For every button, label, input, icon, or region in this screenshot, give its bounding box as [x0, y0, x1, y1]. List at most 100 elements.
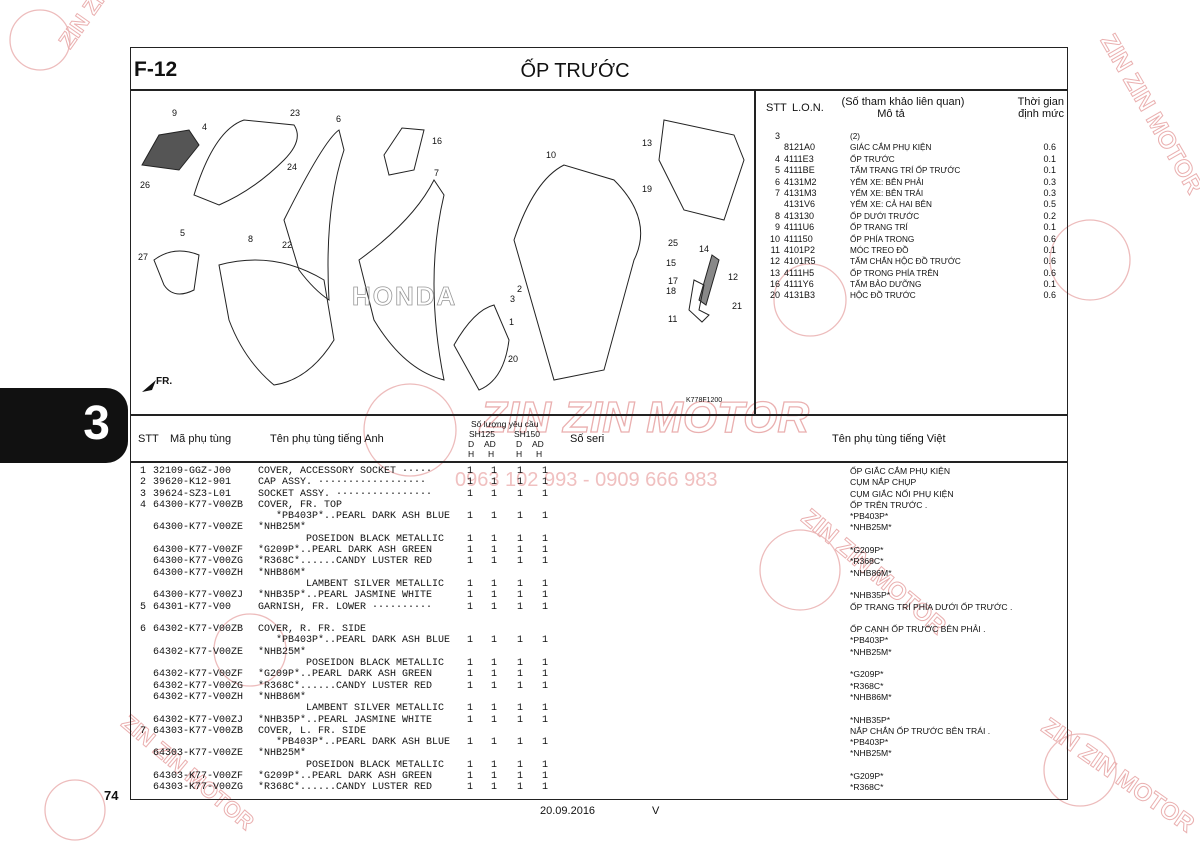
chapter-number: 3 — [83, 397, 110, 450]
ref-no: 9 — [774, 222, 780, 233]
ref-code: 4111BE — [784, 165, 815, 176]
callout-3: 3 — [510, 294, 515, 304]
part-ref-no: 1 — [140, 466, 147, 477]
part-name-vi: NẮP CHẮN ỐP TRƯỚC BÊN TRÁI . — [850, 725, 991, 736]
part-qty: 1 — [517, 669, 524, 681]
parts-row: 64300-K77-V00ZE*NHB25M**NHB25M* — [140, 522, 1050, 533]
part-qty: 1 — [467, 737, 474, 749]
part-qty: 1 — [542, 703, 549, 715]
diagram-divider — [754, 89, 756, 414]
col-ad-1: AD — [484, 439, 496, 449]
ref-col-desc-2: Mô tả — [877, 108, 905, 120]
part-number: 64300-K77-V00ZG — [153, 556, 244, 568]
part-number: 64301-K77-V00 — [153, 601, 232, 613]
ref-code: 4101P2 — [784, 244, 816, 255]
col-h-3: H — [516, 449, 523, 459]
part-qty: 1 — [517, 782, 524, 794]
part-qty: 1 — [517, 737, 524, 749]
col-model-1: SH125 — [469, 429, 495, 439]
callout-13: 13 — [642, 138, 652, 148]
part-name-vi: ỐP GIẮC CẮM PHỤ KIỆN — [850, 466, 951, 476]
part-name-vi: *NHB25M* — [850, 646, 892, 657]
part-description: *NHB35P*..PEARL JASMINE WHITE — [258, 714, 433, 726]
watermark-brand-diag-4: ZIN ZIN MOTOR — [54, 0, 169, 53]
ref-no: 7 — [774, 187, 780, 198]
ref-code: 4131B3 — [784, 290, 816, 301]
diagram-bottom-divider — [130, 414, 1068, 416]
callout-22: 22 — [282, 240, 292, 250]
part-description: *NHB25M* — [258, 748, 307, 760]
ref-time: 0.5 — [1043, 199, 1056, 210]
part-name-vi: *NHB35P* — [850, 714, 891, 725]
part-description: POSEIDON BLACK METALLIC — [258, 533, 445, 545]
print-date: 20.09.2016 — [540, 805, 596, 817]
part-name-vi: *G209P* — [850, 669, 884, 680]
ref-code: 4131V6 — [784, 199, 816, 210]
part-description: *NHB86M* — [258, 567, 307, 579]
ref-col-desc-1: (Số tham khảo liên quan) — [841, 96, 965, 108]
part-qty: 1 — [467, 782, 474, 794]
part-qty: 1 — [542, 782, 549, 794]
part-qty: 1 — [542, 680, 549, 692]
parts-row: 64303-K77-V00ZF*G209P*..PEARL DARK ASH G… — [140, 771, 1050, 782]
parts-row: 64302-K77-V00ZH*NHB86M**NHB86M* — [140, 692, 1050, 703]
part-number: 64303-K77-V00ZB — [153, 725, 244, 737]
parts-row: 64303-K77-V00ZE*NHB25M**NHB25M* — [140, 748, 1050, 759]
part-description: *NHB35P*..PEARL JASMINE WHITE — [258, 590, 433, 602]
part-qty: 1 — [542, 556, 549, 568]
part-qty: 1 — [491, 782, 498, 794]
ref-row: 3(2) — [762, 131, 1062, 142]
part-16-garnish — [383, 127, 425, 176]
ref-no: 10 — [769, 233, 780, 244]
callout-11: 11 — [668, 314, 677, 324]
part-qty: 1 — [467, 703, 474, 715]
callout-19: 19 — [642, 184, 652, 194]
ref-time: 0.2 — [1043, 210, 1056, 221]
ref-desc: ỐP DƯỚI TRƯỚC — [850, 211, 920, 221]
part-name-vi: *NHB86M* — [850, 567, 892, 578]
ref-col-time-2: định mức — [1018, 108, 1064, 120]
part-description: COVER, R. FR. SIDE — [258, 624, 367, 636]
part-qty: 1 — [517, 511, 524, 523]
part-qty: 1 — [517, 545, 524, 557]
part-description: CAP ASSY. ·················· — [258, 477, 427, 489]
callout-5: 5 — [180, 228, 185, 238]
col-d-2: D — [516, 439, 523, 449]
ref-desc: YẾM XE: BÊN TRÁI — [850, 188, 924, 198]
part-qty: 1 — [467, 477, 474, 489]
ref-desc: TẤM CHẮN HỘC ĐỒ TRƯỚC — [850, 257, 961, 267]
chapter-tab: 3 — [0, 388, 128, 463]
part-qty: 1 — [491, 533, 498, 545]
part-qty: 1 — [542, 601, 549, 613]
parts-row: 64300-K77-V00ZH*NHB86M**NHB86M* — [140, 568, 1050, 579]
part-14-hook — [688, 279, 710, 323]
part-qty: 1 — [517, 635, 524, 647]
part-number: 64300-K77-V00ZF — [153, 545, 244, 557]
ref-no: 20 — [769, 290, 780, 301]
part-qty: 1 — [542, 545, 549, 557]
callout-17: 17 — [668, 276, 678, 286]
callout-1: 1 — [509, 317, 514, 327]
part-qty: 1 — [542, 737, 549, 749]
part-qty: 1 — [491, 714, 498, 726]
part-qty: 1 — [467, 511, 474, 523]
part-number: 39624-SZ3-L01 — [153, 488, 232, 500]
part-description: *NHB25M* — [258, 646, 307, 658]
part-description: GARNISH, FR. LOWER ·········· — [258, 601, 433, 613]
col-ad-2: AD — [532, 439, 544, 449]
part-number: 64302-K77-V00ZB — [153, 624, 244, 636]
part-7-cover — [358, 179, 445, 381]
part-name-vi: *R368C* — [850, 680, 884, 691]
callout-20: 20 — [508, 354, 518, 364]
part-name-vi: ỐP CẠNH ỐP TRƯỚC BÊN PHẢI . — [850, 624, 986, 635]
part-qty: 1 — [517, 466, 524, 477]
col-name-en: Tên phụ tùng tiếng Anh — [270, 433, 384, 445]
